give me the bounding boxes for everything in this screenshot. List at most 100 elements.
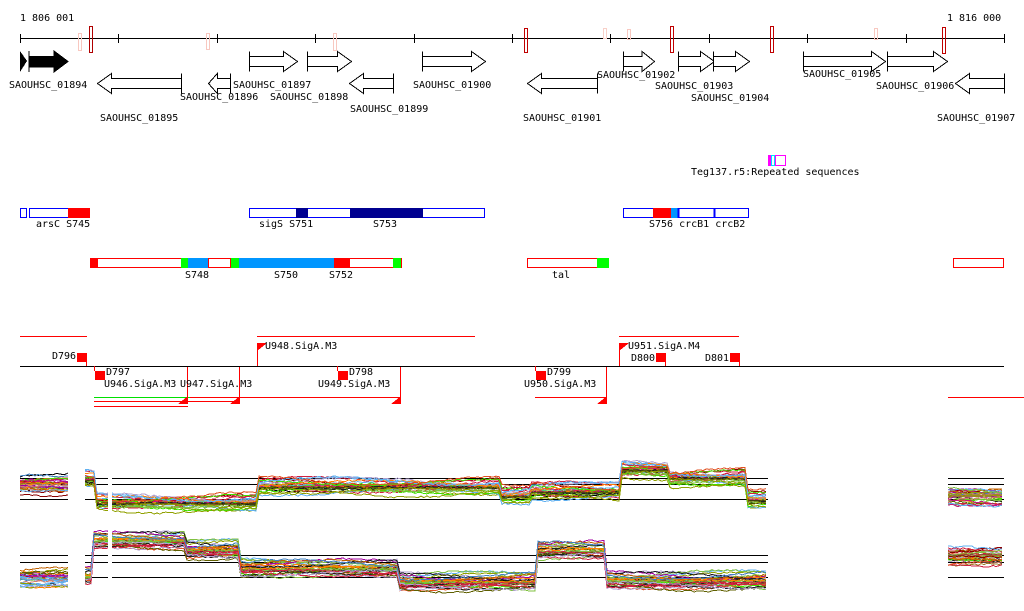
feature-box[interactable] [20, 208, 27, 218]
ruler-marker[interactable] [874, 28, 878, 40]
feature-label[interactable]: S753 [373, 219, 398, 230]
gene-label[interactable]: SAOUHSC_01900 [413, 80, 492, 91]
expression-profile-line [948, 493, 1003, 497]
terminator-label[interactable]: D797 [106, 367, 131, 378]
ruler-marker[interactable] [670, 26, 674, 53]
ruler-marker[interactable] [627, 29, 631, 40]
gene-arrow[interactable] [526, 72, 598, 95]
feature-fill[interactable] [597, 258, 609, 268]
feature-fill[interactable] [181, 258, 188, 268]
terminator-marker[interactable] [730, 353, 740, 362]
gene-arrow[interactable] [207, 72, 231, 95]
terminator-label[interactable]: D796 [52, 351, 77, 362]
gene-label[interactable]: SAOUHSC_01907 [937, 113, 1016, 124]
gene-label[interactable]: SAOUHSC_01901 [523, 113, 602, 124]
feature-fill[interactable] [188, 258, 208, 268]
gene-label[interactable]: SAOUHSC_01894 [9, 80, 88, 91]
promoter-flag[interactable] [597, 396, 607, 404]
terminator-label[interactable]: D798 [349, 367, 374, 378]
feature-fill[interactable] [393, 258, 401, 268]
gene-arrow[interactable] [28, 50, 69, 73]
gene-label[interactable]: SAOUHSC_01896 [180, 92, 259, 103]
ruler-marker[interactable] [89, 26, 93, 53]
feature-fill[interactable] [653, 208, 671, 218]
gene-label[interactable]: SAOUHSC_01902 [597, 70, 676, 81]
terminator-marker[interactable] [656, 353, 666, 362]
ruler-end-label: 1 816 000 [947, 13, 1002, 24]
repeat-feature[interactable] [775, 155, 786, 166]
feature-fill[interactable] [671, 208, 678, 218]
feature-label[interactable]: arsC S745 [36, 219, 91, 230]
gene-arrow[interactable] [887, 50, 949, 73]
terminator-marker[interactable] [95, 371, 105, 380]
terminator-marker[interactable] [338, 371, 348, 380]
feature-fill[interactable] [296, 208, 308, 218]
promoter-flag[interactable] [257, 343, 267, 351]
gene-arrow[interactable] [307, 50, 353, 73]
terminator-marker[interactable] [536, 371, 546, 380]
expression-profile-line [19, 566, 69, 572]
gene-label[interactable]: SAOUHSC_01897 [233, 80, 312, 91]
ruler-marker[interactable] [206, 33, 210, 50]
gene-label[interactable]: SAOUHSC_01895 [100, 113, 179, 124]
promoter-label[interactable]: U948.SigA.M3 [265, 341, 338, 352]
expression-profile-line [19, 570, 69, 574]
expression-profile-line [947, 553, 1003, 557]
terminator-label[interactable]: D801 [705, 353, 730, 364]
feature-fill[interactable] [334, 258, 350, 268]
repeat-feature[interactable] [771, 155, 775, 166]
feature-label[interactable]: S752 [329, 270, 354, 281]
feature-fill[interactable] [230, 258, 239, 268]
terminator-marker[interactable] [77, 353, 87, 362]
feature-box[interactable] [953, 258, 1004, 268]
ruler-marker[interactable] [770, 26, 774, 53]
feature-label[interactable]: S756 crcB1 crcB2 [649, 219, 746, 230]
promoter-label[interactable]: U947.SigA.M3 [180, 379, 253, 390]
ruler-marker[interactable] [942, 27, 946, 54]
feature-fill[interactable] [68, 208, 90, 218]
promoter-label[interactable]: U946.SigA.M3 [104, 379, 177, 390]
gene-arrow[interactable] [249, 50, 299, 73]
promoter-flag[interactable] [391, 396, 401, 404]
gene-arrow[interactable] [96, 72, 182, 95]
repeat-label[interactable]: Teg137.r5:Repeated sequences [691, 167, 860, 178]
gene-arrow[interactable] [422, 50, 487, 73]
gene-label[interactable]: SAOUHSC_01906 [876, 81, 955, 92]
ruler-marker[interactable] [524, 28, 528, 53]
gene-arrow[interactable] [713, 50, 751, 73]
promoter-flag[interactable] [619, 343, 629, 351]
gene-arrow[interactable] [803, 50, 887, 73]
gene-arrow[interactable] [348, 72, 394, 95]
feature-fill[interactable] [239, 258, 334, 268]
expression-profile-line [19, 479, 69, 484]
feature-box[interactable] [527, 258, 598, 268]
feature-box[interactable] [208, 258, 231, 268]
feature-box[interactable] [623, 208, 749, 218]
feature-fill[interactable] [350, 208, 423, 218]
ruler-marker[interactable] [78, 33, 82, 51]
feature-fill[interactable] [90, 258, 98, 268]
promoter-label[interactable]: U949.SigA.M3 [318, 379, 391, 390]
ruler-marker[interactable] [333, 33, 337, 51]
gene-arrow[interactable] [678, 50, 716, 73]
gene-label[interactable]: SAOUHSC_01904 [691, 93, 770, 104]
terminator-label[interactable]: D800 [631, 353, 656, 364]
ruler-marker[interactable] [603, 28, 607, 39]
feature-label[interactable]: sigS S751 [259, 219, 314, 230]
feature-label[interactable]: tal [552, 270, 571, 281]
promoter-flag[interactable] [178, 396, 188, 404]
promoter-label[interactable]: U950.SigA.M3 [524, 379, 597, 390]
feature-label[interactable]: S748 [185, 270, 210, 281]
feature-label[interactable]: S750 [274, 270, 299, 281]
gene-label[interactable]: SAOUHSC_01905 [803, 69, 882, 80]
expression-profile-line [84, 468, 767, 506]
gene-arrow[interactable] [954, 72, 1005, 95]
gene-label[interactable]: SAOUHSC_01903 [655, 81, 734, 92]
gene-arrow[interactable] [623, 50, 656, 73]
gene-label[interactable]: SAOUHSC_01899 [350, 104, 429, 115]
gene-arrow[interactable] [20, 51, 27, 72]
promoter-flag[interactable] [230, 396, 240, 404]
gene-label[interactable]: SAOUHSC_01898 [270, 92, 349, 103]
promoter-label[interactable]: U951.SigA.M4 [628, 341, 701, 352]
terminator-label[interactable]: D799 [547, 367, 572, 378]
